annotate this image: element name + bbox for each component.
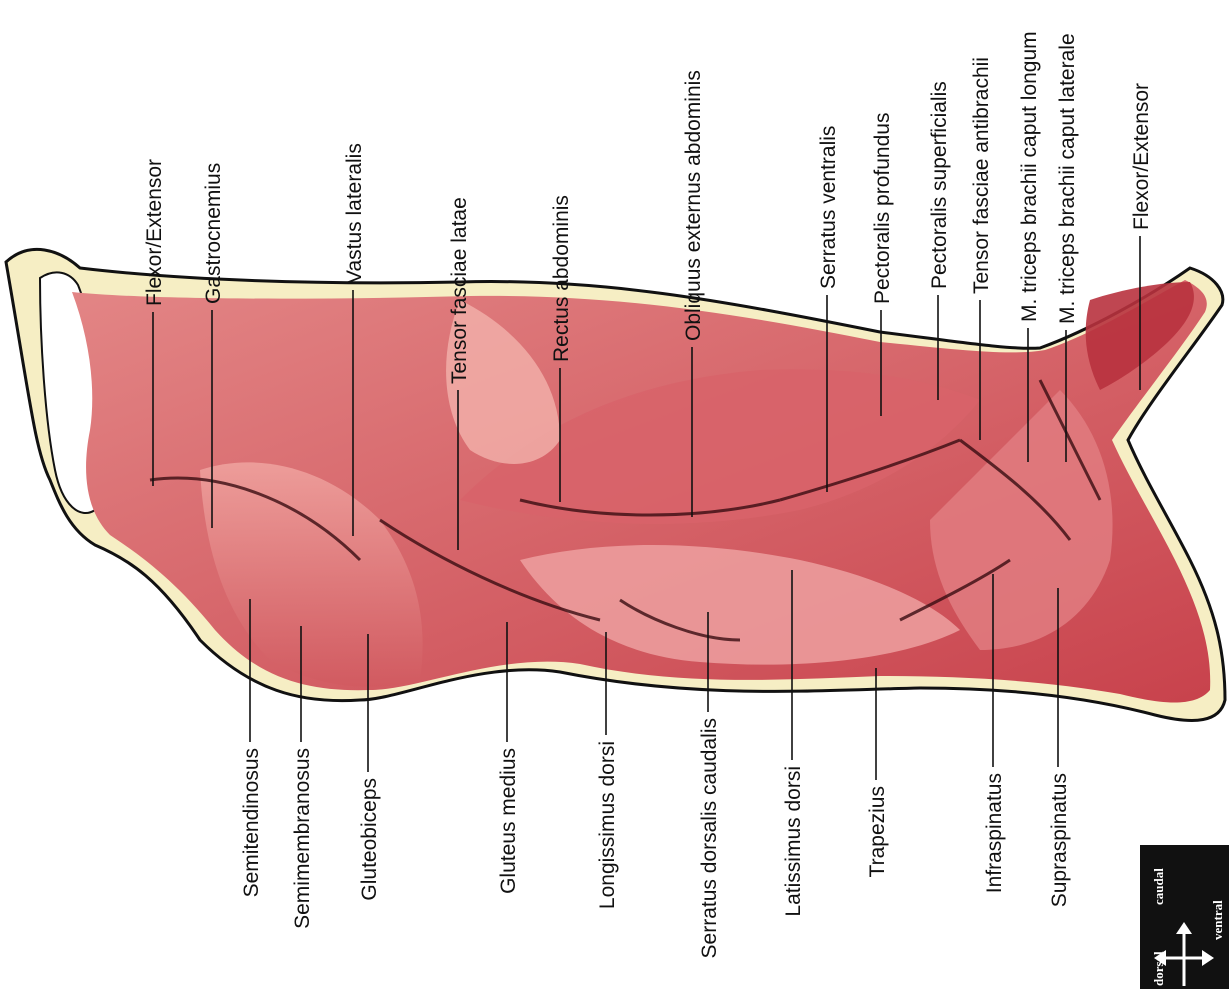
compass-label-dorsal: dorsal — [1151, 951, 1166, 986]
orientation-compass: caudal ventral dorsal — [1140, 845, 1229, 989]
label-semimembranosus: Semimembranosus — [291, 748, 314, 929]
label-tensor-fasciae-antibrachii: Tensor fasciae antibrachii — [970, 57, 993, 294]
compass-label-ventral: ventral — [1210, 900, 1225, 940]
label-serratus-dorsalis-caudalis: Serratus dorsalis caudalis — [698, 718, 721, 958]
label-semitendinosus: Semitendinosus — [240, 748, 263, 897]
label-pectoralis-profundus: Pectoralis profundus — [871, 113, 894, 304]
compass-label-caudal: caudal — [1151, 868, 1166, 905]
label-triceps-caput-longum: M. triceps brachii caput longum — [1018, 31, 1041, 322]
label-gastrocnemius: Gastrocnemius — [202, 163, 225, 304]
label-vastus-lateralis: Vastus lateralis — [343, 143, 366, 284]
label-triceps-caput-laterale: M. triceps brachii caput laterale — [1056, 33, 1079, 324]
label-longissimus-dorsi: Longissimus dorsi — [596, 741, 619, 909]
label-serratus-ventralis: Serratus ventralis — [817, 126, 840, 289]
label-rectus-abdominis: Rectus abdominis — [550, 195, 573, 362]
label-latissimus-dorsi: Latissimus dorsi — [782, 766, 805, 917]
label-infraspinatus: Infraspinatus — [983, 773, 1006, 893]
label-flexor-extensor-hind: Flexor/Extensor — [143, 159, 166, 306]
labels-bottom: Semitendinosus Semimembranosus Gluteobic… — [240, 718, 1071, 958]
label-gluteobiceps: Gluteobiceps — [358, 778, 381, 901]
label-trapezius: Trapezius — [866, 786, 889, 877]
label-tensor-fasciae-latae: Tensor fasciae latae — [448, 197, 471, 384]
label-obliquus-externus-abdominis: Obliquus externus abdominis — [682, 70, 705, 341]
label-gluteus-medius: Gluteus medius — [497, 748, 520, 894]
label-supraspinatus: Supraspinatus — [1048, 773, 1071, 907]
label-pectoralis-superficialis: Pectoralis superficialis — [928, 81, 951, 289]
label-flexor-extensor-fore: Flexor/Extensor — [1130, 83, 1153, 230]
